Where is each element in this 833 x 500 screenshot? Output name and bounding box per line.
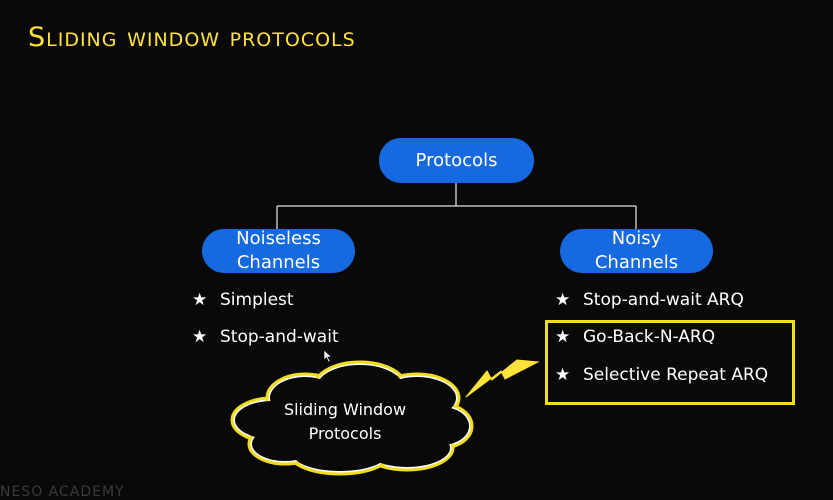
slide-title: Sliding window protocols xyxy=(28,22,356,53)
protocols-node-label: Protocols xyxy=(415,149,498,171)
lightning-bolt-icon xyxy=(465,359,540,398)
callout-line1: Sliding Window xyxy=(283,400,407,419)
mouse-cursor-icon xyxy=(323,349,333,363)
noisy-node-line1: Noisy xyxy=(611,228,662,249)
sliding-window-callout: Sliding Window Protocols xyxy=(250,398,440,446)
noisy-bullet-stop-and-wait-arq: ★ Stop-and-wait ARQ xyxy=(555,290,744,310)
sliding-window-highlight-box xyxy=(545,320,795,405)
noisy-node-line2: Channels xyxy=(594,252,679,273)
star-icon: ★ xyxy=(555,365,571,385)
noisy-bullet-selective-repeat-arq: ★ Selective Repeat ARQ xyxy=(555,365,768,385)
callout-line2: Protocols xyxy=(308,424,382,443)
noiseless-node-line2: Channels xyxy=(236,252,321,273)
noiseless-node-line1: Noiseless xyxy=(236,228,321,249)
bullet-label: Stop-and-wait ARQ xyxy=(583,290,744,310)
bullet-label: Selective Repeat ARQ xyxy=(583,365,769,385)
noiseless-channels-node: Noiseless Channels xyxy=(202,228,355,273)
star-icon: ★ xyxy=(192,327,208,347)
star-icon: ★ xyxy=(555,290,571,310)
bullet-label: Simplest xyxy=(220,290,294,310)
watermark: NESO ACADEMY xyxy=(0,484,125,500)
noisy-channels-node: Noisy Channels xyxy=(560,228,713,273)
protocols-node: Protocols xyxy=(379,138,534,183)
noiseless-bullet-stop-and-wait: ★ Stop-and-wait xyxy=(192,327,339,347)
bullet-label: Go-Back-N-ARQ xyxy=(583,327,716,347)
star-icon: ★ xyxy=(555,327,571,347)
noiseless-bullet-simplest: ★ Simplest xyxy=(192,290,294,310)
bullet-label: Stop-and-wait xyxy=(220,327,339,347)
noisy-bullet-go-back-n-arq: ★ Go-Back-N-ARQ xyxy=(555,327,715,347)
star-icon: ★ xyxy=(192,290,208,310)
